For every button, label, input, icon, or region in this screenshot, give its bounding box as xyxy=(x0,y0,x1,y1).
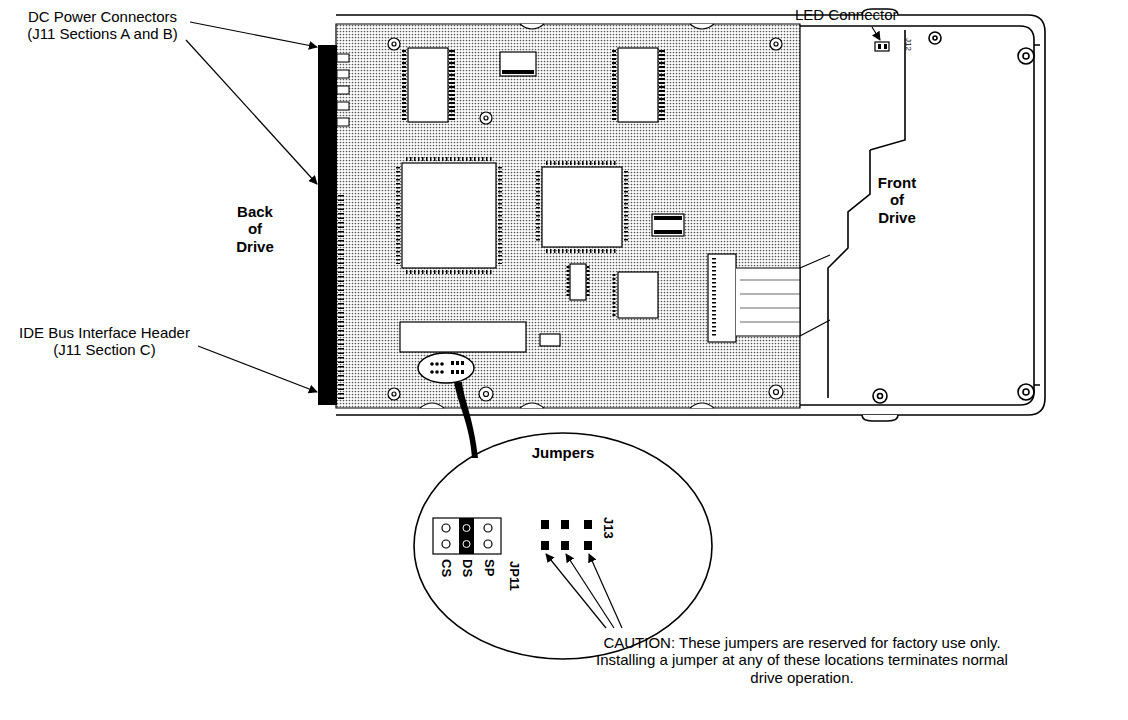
flex-cable xyxy=(708,254,830,342)
callout-heading: Jumpers xyxy=(413,444,713,461)
connector-label: LED Connector xyxy=(795,6,905,23)
callout-circle: Jumpers xyxy=(413,432,713,660)
reference-designator: JP11 xyxy=(506,561,521,591)
connector-label: IDE Bus Interface Header (J11 Section C) xyxy=(12,324,197,359)
jumper-name: DS xyxy=(459,559,474,577)
callout-outline xyxy=(414,433,712,659)
drive-casing xyxy=(336,9,1045,421)
leader-arrows xyxy=(186,22,880,628)
led-connector xyxy=(875,42,889,51)
jumper-name: SP xyxy=(481,559,496,576)
connector-label: DC Power Connectors (J11 Sections A and … xyxy=(20,8,185,43)
connector-strip xyxy=(318,45,349,405)
circuit-board xyxy=(336,24,830,458)
chips xyxy=(398,48,684,352)
orientation-label: Back of Drive xyxy=(232,203,278,255)
reference-designator: J12 xyxy=(904,38,913,51)
jumper-name: CS xyxy=(438,559,453,577)
callout-outline xyxy=(413,432,713,660)
jumper-area xyxy=(418,353,478,458)
jumper-block xyxy=(433,518,592,554)
orientation-label: Front of Drive xyxy=(872,174,922,226)
reference-designator: J13 xyxy=(600,517,615,539)
caution-note: CAUTION: These jumpers are reserved for … xyxy=(592,634,1012,686)
